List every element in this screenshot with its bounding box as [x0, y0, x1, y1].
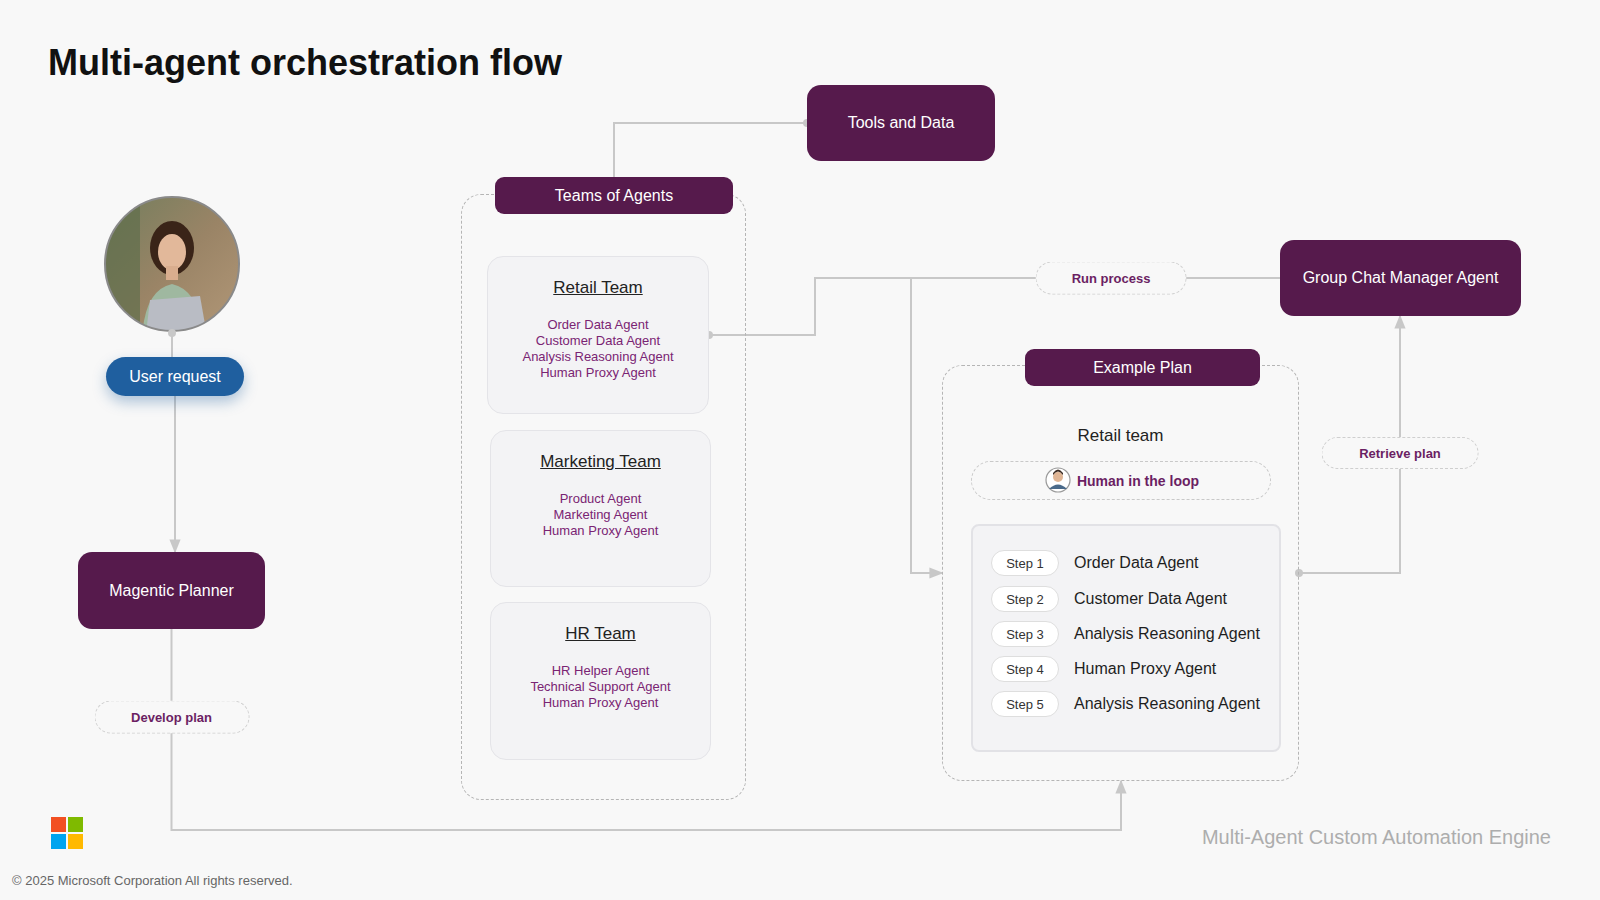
agent-name: Marketing Agent [554, 507, 648, 523]
step-pill: Step 1 [991, 550, 1059, 576]
agent-name: HR Helper Agent [552, 663, 650, 679]
edge-label: Run process [1036, 262, 1187, 295]
edge-label: Retrieve plan [1322, 437, 1479, 469]
step-agent-name: Order Data Agent [1074, 553, 1199, 573]
copyright-note: © 2025 Microsoft Corporation All rights … [12, 873, 293, 888]
manager-agent-box: Group Chat Manager Agent [1280, 240, 1521, 316]
microsoft-logo [51, 817, 83, 849]
connector [614, 123, 807, 177]
agent-name: Human Proxy Agent [543, 523, 659, 539]
diagram-title: Multi-agent orchestration flow [48, 42, 562, 84]
step-pill: Step 2 [991, 586, 1059, 612]
group-header: Example Plan [1025, 349, 1260, 386]
agent-name: Human Proxy Agent [543, 695, 659, 711]
step-agent-name: Analysis Reasoning Agent [1074, 694, 1260, 714]
plan-subtitle: Retail team [943, 426, 1298, 446]
connector [174, 396, 176, 552]
avatar-icon [1046, 468, 1070, 492]
node-label: User request [129, 368, 221, 386]
agent-name: Order Data Agent [547, 317, 648, 333]
resource-box: Tools and Data [807, 85, 995, 161]
connector [709, 278, 1280, 335]
step-pill: Step 4 [991, 656, 1059, 682]
request-pill: User request [106, 357, 244, 396]
agent-name: Analysis Reasoning Agent [522, 349, 673, 365]
footer-watermark: Multi-Agent Custom Automation Engine [1202, 826, 1551, 849]
step-agent-name: Customer Data Agent [1074, 589, 1227, 609]
step-number: Step 1 [1006, 556, 1044, 571]
human-loop-pill: Human in the loop [971, 461, 1271, 500]
plan-container: Example PlanRetail teamHuman in the loop… [942, 365, 1299, 781]
step-pill: Step 5 [991, 691, 1059, 717]
step-number: Step 2 [1006, 592, 1044, 607]
node-label: Group Chat Manager Agent [1303, 269, 1499, 287]
agent-name: Technical Support Agent [530, 679, 670, 695]
team-heading: HR Team [565, 623, 636, 645]
team-box: Retail TeamOrder Data AgentCustomer Data… [487, 256, 709, 414]
user-photo [100, 190, 250, 357]
steps-panel: Order Data AgentCustomer Data AgentAnaly… [971, 524, 1281, 752]
team-heading: Retail Team [553, 277, 642, 299]
node-label: Tools and Data [848, 114, 955, 132]
team-heading: Marketing Team [540, 451, 661, 473]
agent-name: Human Proxy Agent [540, 365, 656, 381]
step-agent-name: Analysis Reasoning Agent [1074, 624, 1260, 644]
group-header: Teams of Agents [495, 177, 733, 214]
step-number: Step 5 [1006, 697, 1044, 712]
team-box: HR Team HR Helper AgentTechnical Support … [490, 602, 711, 760]
node-label: Magentic Planner [109, 582, 234, 600]
step-number: Step 4 [1006, 662, 1044, 677]
planner-box: Magentic Planner [78, 552, 265, 629]
edge-label: Develop plan [94, 701, 249, 734]
step-agent-name: Human Proxy Agent [1074, 659, 1216, 679]
step-pill: Step 3 [991, 621, 1059, 647]
step-number: Step 3 [1006, 627, 1044, 642]
agent-name: Customer Data Agent [536, 333, 660, 349]
agent-name: Product Agent [560, 491, 642, 507]
connector-dot [1295, 569, 1303, 577]
node-label: Human in the loop [1077, 473, 1199, 489]
team-box: Marketing TeamProduct AgentMarketing Age… [490, 430, 711, 587]
group-container: Teams of AgentsRetail TeamOrder Data Age… [461, 194, 746, 800]
